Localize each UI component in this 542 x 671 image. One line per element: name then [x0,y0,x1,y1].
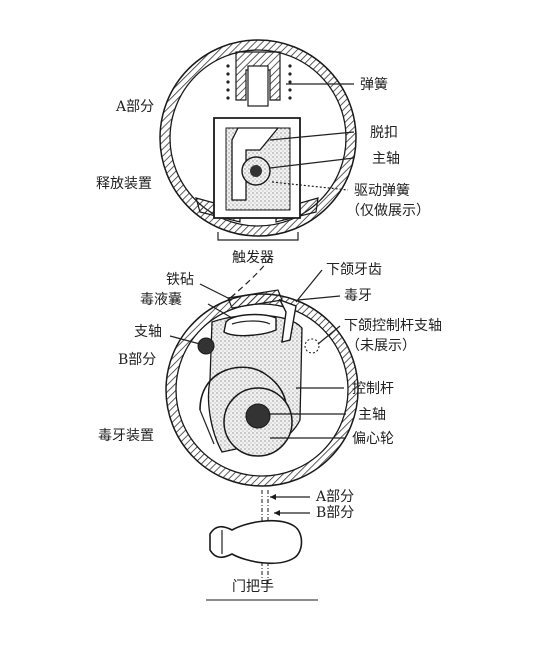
release-device [159,39,357,241]
label-main-shaft-top: 主轴 [372,151,400,167]
label-part-b: B部分 [118,352,156,368]
spring-guide-block [235,51,281,101]
label-anvil: 铁砧 [166,272,194,288]
label-pivot: 支轴 [134,324,162,340]
main-shaft-top-core [250,165,262,177]
label-trip: 脱扣 [370,125,398,141]
plunger-stem [247,65,269,107]
label-part-a-legend: A部分 [315,489,354,505]
label-drive-spring: 驱动弹簧 [354,183,410,199]
label-trigger: 触发器 [232,250,274,266]
fang-leaders [169,269,346,439]
door-handle-body [209,520,303,564]
lever-hook [199,366,288,415]
trigger-arc [227,257,271,301]
label-fang-device: 毒牙装置 [98,428,154,444]
label-fang: 毒牙 [344,288,372,304]
venom-sac-fold [231,320,271,325]
pivot [197,337,215,355]
label-eccentric-wheel: 偏心轮 [352,431,394,447]
anvil-block [227,289,283,309]
handle-leaders [270,494,310,516]
label-door-handle: 门把手 [232,579,274,595]
label-jaw-lever-pivot: 下颌控制杆支轴 [344,318,442,334]
venom-sac [223,313,277,337]
label-control-lever: 控制杆 [352,381,394,397]
lever-hook-tail [199,409,215,445]
label-main-shaft-bottom: 主轴 [358,407,386,423]
spring-coils [226,64,292,100]
label-lower-jaw-tooth: 下颌牙齿 [326,262,382,278]
jaw-lever-pivot [304,338,320,354]
label-spring: 弹簧 [360,77,388,93]
main-shaft-bottom [245,403,271,429]
door-handle [206,490,318,601]
label-part-b-legend: B部分 [316,505,354,521]
label-drive-spring-note: （仅做展示） [346,203,430,219]
label-venom-sac: 毒液囊 [140,291,182,308]
trigger-bracket [217,232,299,241]
label-part-a: A部分 [115,99,154,115]
release-leaders [269,83,355,191]
fang [278,298,297,343]
fang-device [165,257,359,487]
label-jaw-lever-pivot-note: （未展示） [346,338,416,354]
label-release-device: 释放装置 [96,176,152,192]
